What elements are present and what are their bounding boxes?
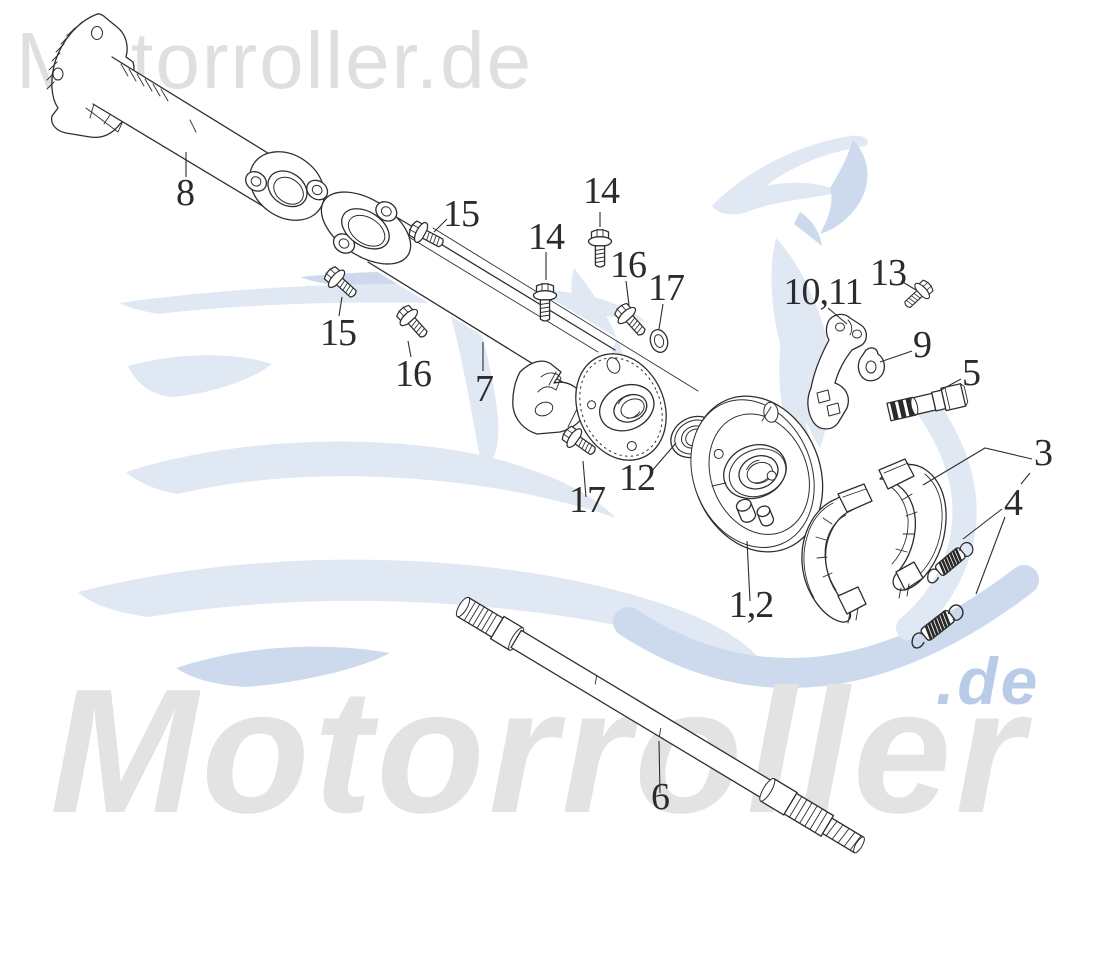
part-label-14-left: 14 (528, 216, 565, 258)
part-label-8: 8 (176, 172, 194, 214)
part-label-13: 13 (870, 252, 906, 294)
part-label-10-11: 10,11 (783, 271, 862, 313)
part-label-7: 7 (475, 368, 493, 410)
part-label-12: 12 (619, 457, 655, 499)
part-label-15-top: 15 (443, 193, 479, 235)
part-label-15-left: 15 (320, 312, 356, 354)
part-7-hub-plate (575, 353, 667, 461)
bird-swoosh-notch (794, 212, 822, 246)
part-6-axle-shaft (455, 596, 865, 854)
wing-stroke-4 (126, 441, 616, 518)
part-5-adjuster-pin (886, 383, 969, 422)
part-3-brake-shoe-right (878, 458, 947, 599)
brake-plate-posts (735, 498, 775, 527)
wing-stroke-6 (176, 646, 390, 687)
watermark-bottom: Motorroller (50, 652, 1032, 850)
swirl-ring-outer (613, 565, 1039, 688)
part-label-3: 3 (1034, 432, 1052, 474)
part-label-4: 4 (1004, 482, 1023, 524)
part-label-9: 9 (913, 324, 931, 366)
part-label-16-right: 16 (610, 244, 646, 286)
part-label-17-lower: 17 (569, 479, 605, 521)
part-3-brake-shoe-left (801, 483, 873, 624)
part-label-14-right: 14 (583, 170, 620, 212)
part-labels: 8 15 14 14 16 17 15 16 7 10,11 13 9 5 12… (176, 170, 1053, 818)
leader-lines (185, 152, 1033, 794)
part-9-seal (857, 347, 885, 382)
part-label-17-right: 17 (648, 267, 684, 309)
bird-swoosh-blade (820, 140, 868, 234)
part-10-11-brake-lever (807, 313, 868, 430)
part-label-16-left: 16 (395, 353, 431, 395)
part-7-axle-tube-drawing (320, 191, 699, 461)
part-14-bolt-right (587, 228, 613, 268)
wing-stroke-5 (78, 559, 762, 662)
wing-stroke-3 (128, 355, 272, 397)
watermark-bottom-de: .de (936, 644, 1040, 718)
part-16-bolt-left (392, 300, 434, 344)
part-label-5: 5 (962, 352, 980, 394)
part-label-6: 6 (651, 776, 669, 818)
part-8-axle-tube-drawing (46, 13, 329, 221)
part-label-1-2: 1,2 (729, 584, 774, 626)
part-17-washer (649, 329, 669, 353)
part-1-2-brake-plate (690, 395, 824, 553)
bird-swoosh-hook (712, 135, 869, 215)
